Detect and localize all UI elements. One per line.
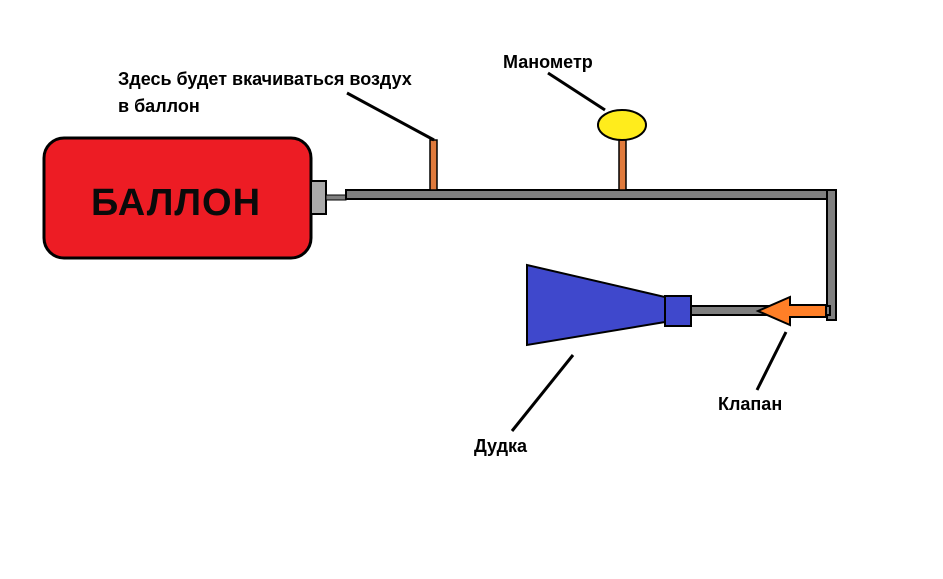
cylinder-nozzle: [310, 180, 327, 215]
horn-mouthpiece: [664, 295, 692, 327]
cylinder-label: БАЛЛОН: [91, 182, 261, 224]
main-pipe: [345, 189, 837, 200]
air-inlet-stub: [429, 139, 438, 191]
horn-label: Дудка: [474, 436, 528, 456]
air-inlet-label-line1: Здесь будет вкачиваться воздух: [118, 69, 412, 89]
valve-arrow: [755, 295, 827, 327]
nozzle-connector: [325, 194, 347, 201]
vertical-pipe: [826, 189, 837, 321]
gauge-pointer: [547, 71, 606, 112]
cylinder: БАЛЛОН: [42, 136, 313, 260]
air-inlet-label-line2: в баллон: [118, 96, 200, 116]
gauge-stem: [618, 139, 627, 191]
horn-bell: [526, 263, 666, 347]
air-inlet-pointer: [346, 91, 435, 142]
valve-pointer: [755, 331, 788, 391]
gauge-label: Манометр: [503, 52, 593, 72]
valve-label: Клапан: [718, 394, 782, 414]
pressure-gauge: [597, 109, 647, 141]
horn-pointer: [510, 354, 575, 432]
